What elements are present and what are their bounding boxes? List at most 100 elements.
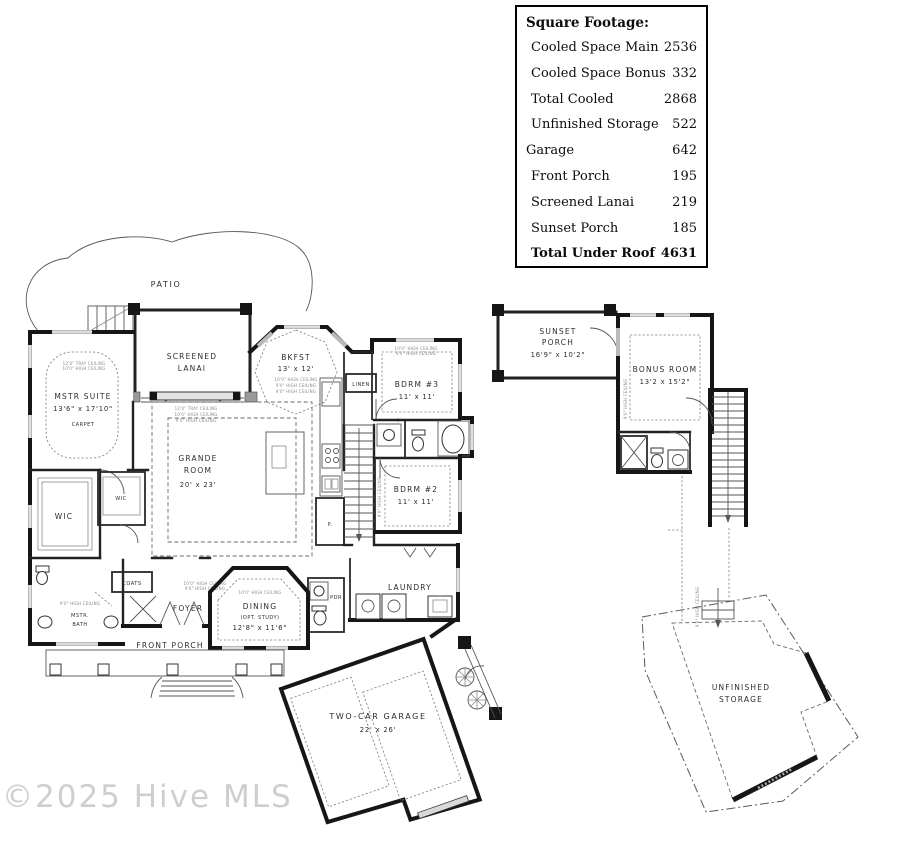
label-bkfst-dims: 13' x 12' <box>278 365 315 373</box>
ceiling-note: 9'0" HIGH CEILING <box>176 418 216 423</box>
table-row: Screened Lanai 219 <box>526 190 697 216</box>
garage-stoop <box>455 636 502 720</box>
row-label: Screened Lanai <box>531 194 634 210</box>
label-patio: PATIO <box>151 280 182 289</box>
entry-door <box>183 600 205 626</box>
ceiling-note: 10'0" HIGH CEILING <box>394 346 437 351</box>
label-lanai-1: SCREENED <box>167 352 217 361</box>
porch-column <box>166 663 179 676</box>
room-master-bath: 9'0" HIGH CEILING MSTR. BATH <box>28 558 125 646</box>
room-garage <box>278 636 483 825</box>
table-row: Garage 642 <box>526 138 697 164</box>
garage-door <box>417 795 470 819</box>
ceiling-note: 9'0" HIGH CEILING <box>276 389 316 394</box>
ceiling-note: 12'0" TRAY CEILING <box>175 406 218 411</box>
row-label: Front Porch <box>531 168 610 184</box>
washer <box>355 593 381 620</box>
row-value: 185 <box>672 220 697 236</box>
planter <box>455 667 475 687</box>
ceiling-note: 9'0" HIGH CEILING <box>276 383 316 388</box>
label-mstr-floor: CARPET <box>72 422 95 428</box>
porch-column <box>97 663 110 676</box>
door-arc <box>464 665 485 681</box>
room-unfinished-storage: UNFINISHED STORAGE <box>641 594 859 813</box>
room-bdrm3: 10'0" HIGH CEILING 9'0" HIGH CEILING BDR… <box>370 338 462 422</box>
storage-connectors <box>668 476 730 622</box>
ceiling-note: 9'0" HIGH CEILING <box>623 379 628 419</box>
label-coats: COATS <box>122 581 141 587</box>
toilet <box>412 436 424 452</box>
label-garage-dims: 22' x 26' <box>360 726 397 734</box>
ceiling-note: 12'0" TRAY CEILING <box>63 361 106 366</box>
label-dining-dims: 12'8" x 11'6" <box>233 624 288 632</box>
laundry-sink <box>427 595 453 618</box>
row-value: 2536 <box>663 40 697 55</box>
room-laundry: LAUNDRY <box>342 543 460 622</box>
label-sunset-dims: 16'9" x 10'2" <box>531 351 586 359</box>
ceiling-note: 10'0" HIGH CEILING <box>274 377 317 382</box>
label-wic: WIC <box>55 512 73 521</box>
stairs-second <box>685 388 748 527</box>
label-storage-2: STORAGE <box>719 695 763 704</box>
tub <box>441 424 465 454</box>
label-bdrm3: BDRM #3 <box>395 380 439 389</box>
label-linen: LINEN <box>352 382 369 388</box>
range <box>321 443 341 469</box>
label-dining-2: (OPT. STUDY) <box>240 615 279 621</box>
row-value: 219 <box>672 194 697 210</box>
table-row: Unfinished Storage 522 <box>526 112 697 138</box>
room-bkfst: BKFST 13' x 12' 10'0" HIGH CEILING 9'0" … <box>247 325 374 415</box>
car-bay <box>362 670 462 802</box>
patio: PATIO <box>25 231 313 332</box>
ceiling-note: 10'0" HIGH CEILING <box>238 590 281 595</box>
toilet <box>651 454 663 468</box>
label-mstr-bath-2: BATH <box>72 622 87 628</box>
dryer <box>381 593 407 620</box>
foyer-area: COATS 10'0" HIGH CEILING 9'0" HIGH CEILI… <box>111 556 226 623</box>
stair-arrow <box>725 515 731 523</box>
kitchen-sink <box>321 475 341 493</box>
second-floor-plan: SUNSET PORCH 16'9" x 10'2" 9'0" HIGH CEI… <box>492 304 859 813</box>
label-dining-1: DINING <box>243 602 277 611</box>
label-grande-2: ROOM <box>184 466 212 475</box>
label-bdrm2-dims: 11' x 11' <box>398 498 435 506</box>
sink <box>313 585 325 597</box>
ceiling-note: 10'0" HIGH CEILING <box>174 412 217 417</box>
row-label: Total Cooled <box>531 91 614 107</box>
room-bonus: 9'0" HIGH CEILING BONUS ROOM 13'2 x 15'2… <box>589 313 714 474</box>
front-porch: FRONT PORCH <box>45 600 285 699</box>
porch-column <box>49 663 62 676</box>
label-bonus-dims: 13'2 x 15'2" <box>640 378 691 386</box>
label-grande-1: GRANDE <box>178 454 217 463</box>
storage-wall <box>803 651 832 703</box>
ceiling-note: 10'0" HIGH CEILING <box>183 581 226 586</box>
table-row: Total Cooled 2868 <box>526 87 697 113</box>
ceiling-note: 9'0" HIGH CEILING <box>396 351 436 356</box>
table-total-row: Total Under Roof 4631 <box>526 241 697 267</box>
total-value: 4631 <box>660 246 697 262</box>
label-pantry: P. <box>328 522 333 528</box>
planter <box>467 690 487 710</box>
ceiling-note: 9'0" HIGH CEILING <box>377 477 382 517</box>
main-floor-plan: PATIO SCREENED LANAI <box>25 231 502 825</box>
row-label: Garage <box>526 143 575 159</box>
door-arc <box>669 431 691 453</box>
label-storage-1: UNFINISHED <box>712 683 770 692</box>
storage-wall <box>731 754 819 803</box>
porch-column <box>270 663 283 676</box>
car-bay <box>290 676 390 808</box>
label-bdrm2: BDRM #2 <box>394 485 438 494</box>
label-mstr-suite: MSTR SUITE <box>54 392 111 401</box>
label-laundry: LAUNDRY <box>388 583 432 592</box>
label-garage: TWO-CAR GARAGE <box>328 712 426 721</box>
room-wic-large: WIC <box>28 468 102 560</box>
row-value: 522 <box>672 117 697 133</box>
row-value: 332 <box>672 65 697 81</box>
entry-door <box>159 600 181 626</box>
toilet <box>313 610 327 626</box>
island <box>265 431 305 495</box>
ceiling-note: 9'0" HIGH CEILING <box>60 601 100 606</box>
label-sunset-2: PORCH <box>542 338 574 347</box>
label-front-porch: FRONT PORCH <box>136 641 203 650</box>
